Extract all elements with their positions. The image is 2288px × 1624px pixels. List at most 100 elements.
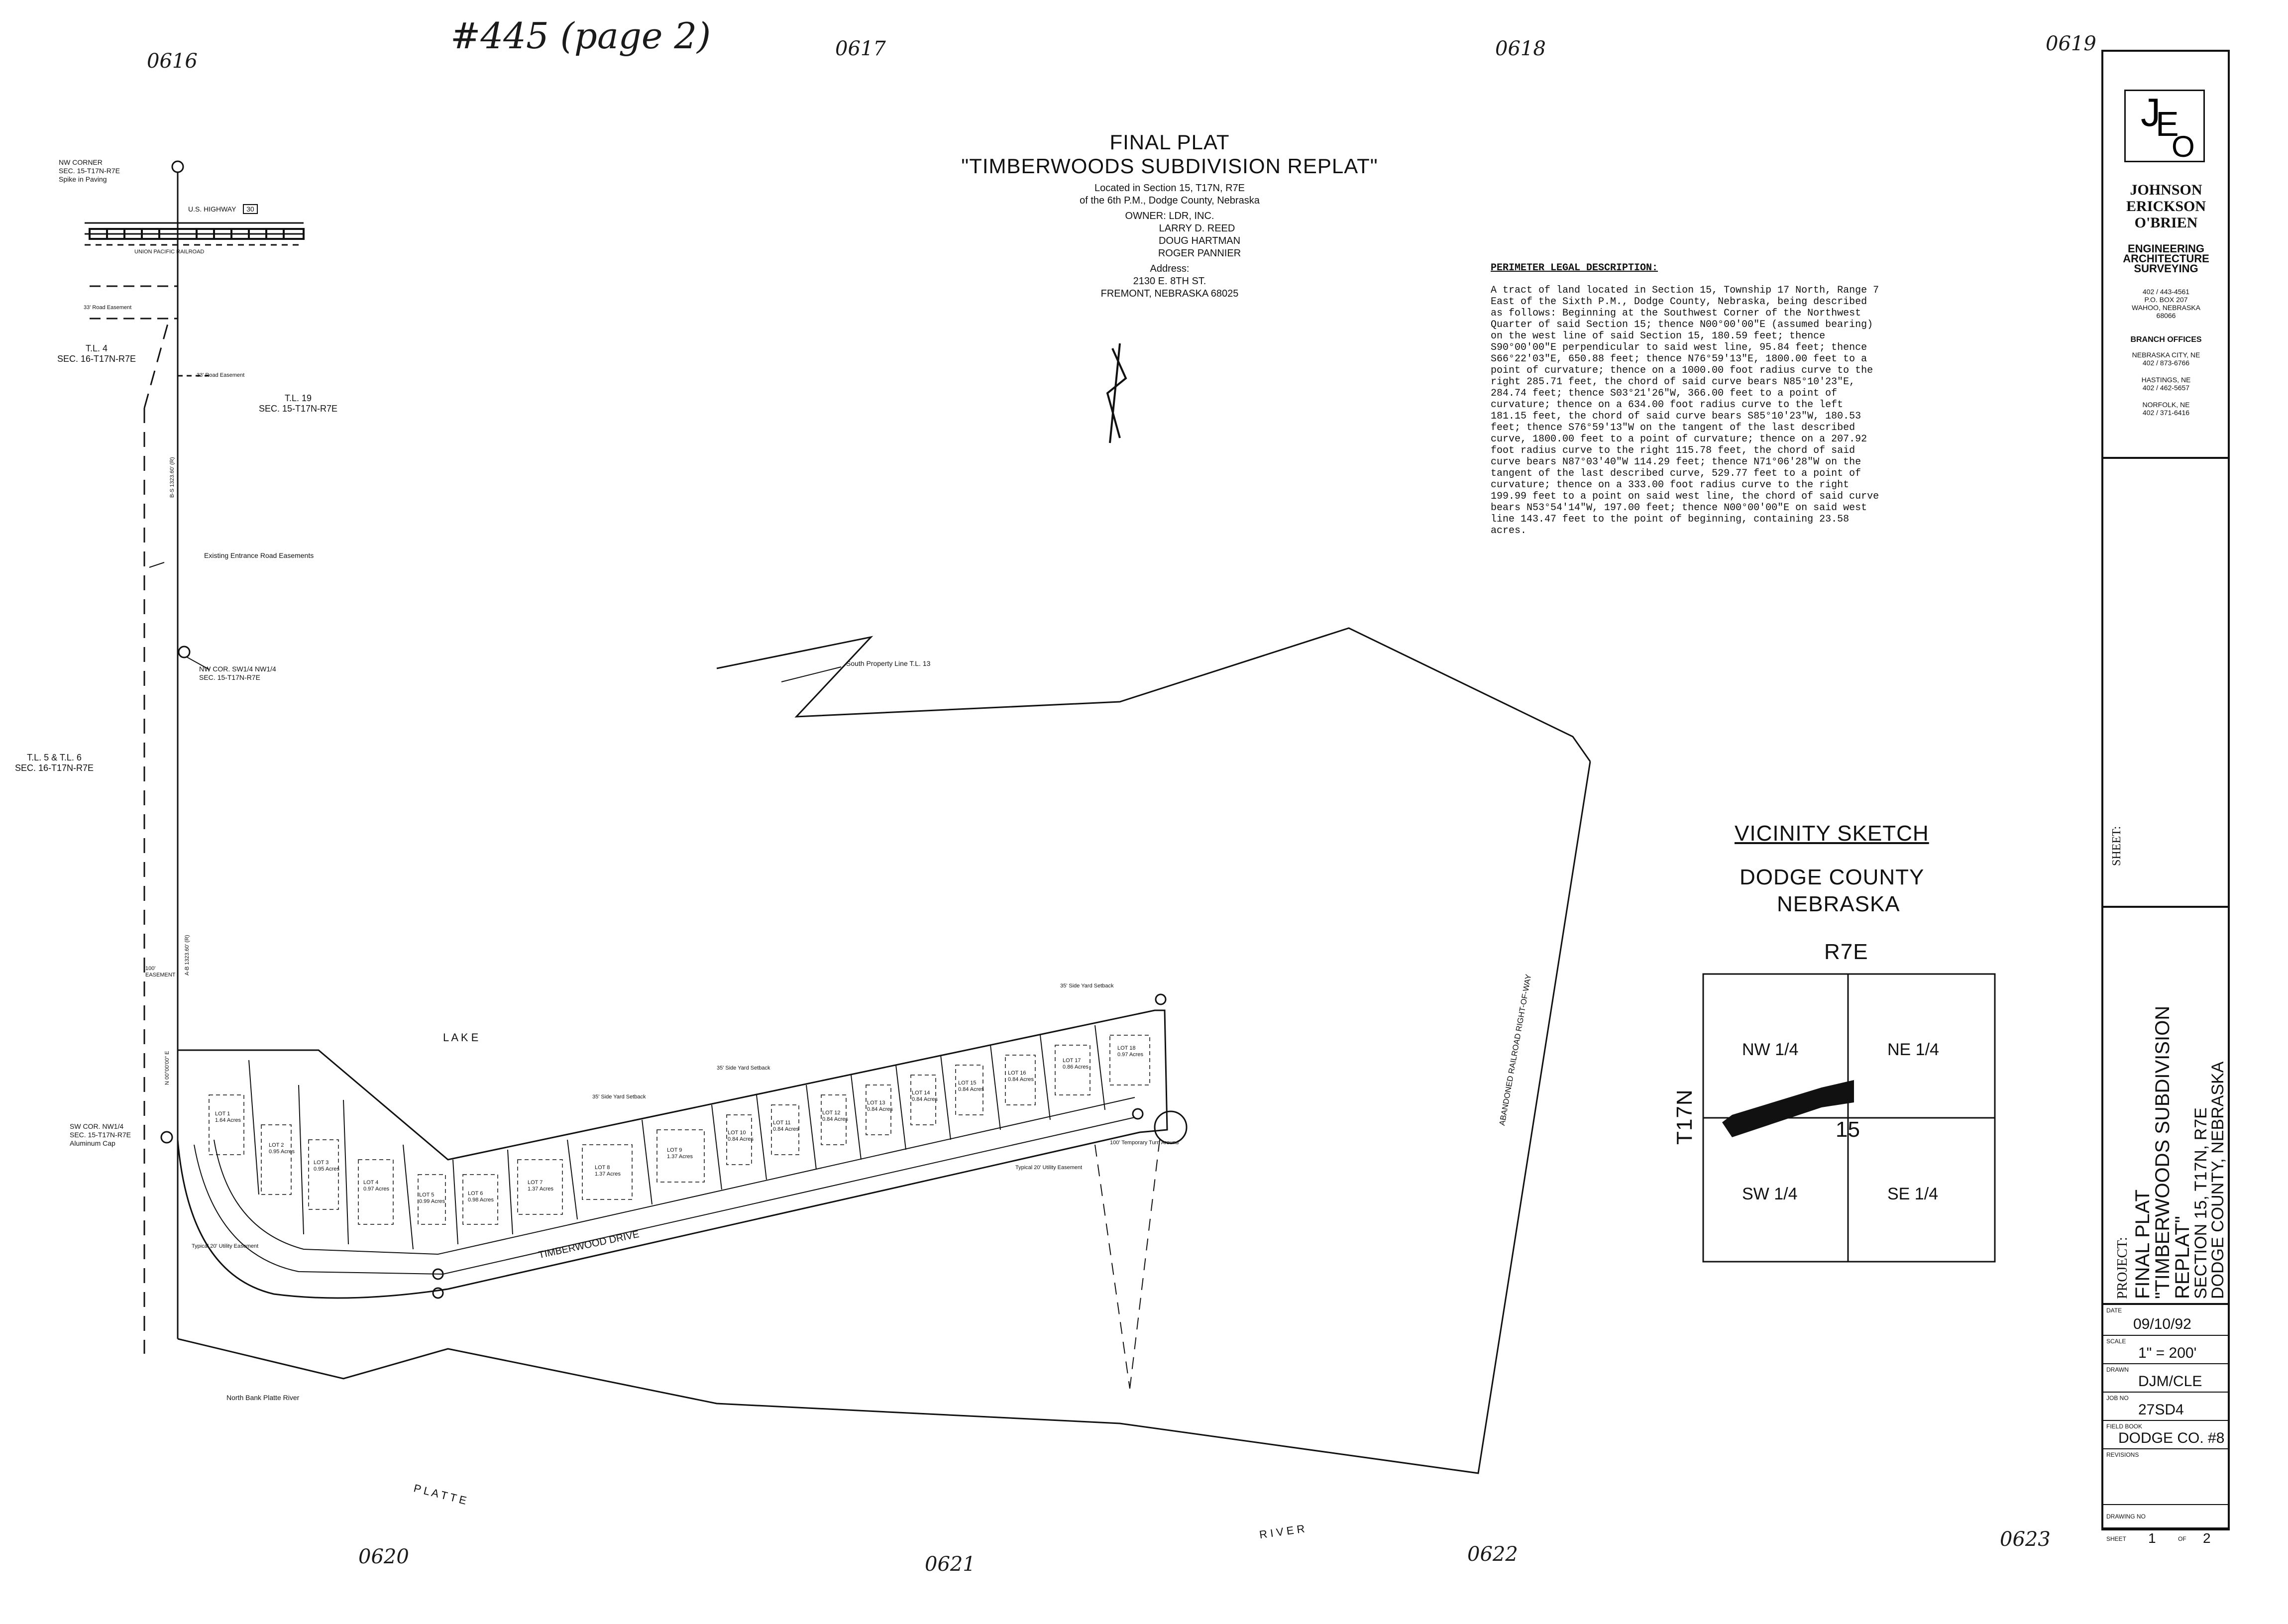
lake-label: L A K E (443, 1031, 479, 1044)
firm-name: JOHNSON ERICKSON O'BRIEN (2106, 182, 2226, 231)
highway-shield: 30 (243, 204, 258, 214)
lot-acres: 0.99 Acres (419, 1198, 445, 1204)
side-setback-label: 35' Side Yard Setback (1060, 983, 1114, 989)
info-table: DATE 09/10/92 SCALE 1" = 200' DRAWN DJM/… (2103, 1305, 2228, 1548)
tl19-label: T.L. 19 SEC. 15-T17N-R7E (259, 393, 337, 414)
north-arrow (1106, 343, 1127, 443)
branch-offices: BRANCH OFFICES NEBRASKA CITY, NE 402 / 8… (2106, 336, 2226, 417)
svg-text:E: E (2156, 105, 2179, 143)
service-line: ARCHITECTURE (2123, 252, 2209, 265)
road-easement-label: 33' Road Easement (197, 372, 245, 378)
vicinity-state: NEBRASKA (1777, 892, 1900, 916)
fieldbook-value: DODGE CO. #8 (2118, 1430, 2225, 1446)
jeo-logo-icon: J E O (2141, 90, 2195, 163)
lot-acres: 0.84 Acres (728, 1136, 754, 1142)
lot-name: LOT 18 (1117, 1045, 1136, 1051)
lot-name: LOT 15 (958, 1080, 977, 1086)
legal-line: bears N53°54'14"W, 197.00 feet; thence N… (1491, 502, 1867, 514)
tl5-line: SEC. 16-T17N-R7E (15, 763, 94, 773)
lot-acres: 0.84 Acres (822, 1116, 848, 1122)
lot-name: LOT 1 (215, 1111, 230, 1117)
fieldbook-row: FIELD BOOK DODGE CO. #8 (2103, 1421, 2228, 1449)
subdivision-location-marker (1722, 1080, 1854, 1137)
tl4-label: T.L. 4 SEC. 16-T17N-R7E (57, 343, 136, 364)
nw-cor-sw-label: NW COR. SW1/4 NW1/4 SEC. 15-T17N-R7E (199, 665, 276, 682)
revisions-row: REVISIONS (2103, 1449, 2228, 1505)
lot-name: LOT 17 (1063, 1058, 1081, 1064)
corner-number: 0617 (835, 37, 886, 60)
project-line: DODGE COUNTY, NEBRASKA (2208, 1061, 2227, 1299)
road-easement-label: 33' Road Easement (84, 305, 132, 311)
corner-number: 0616 (147, 50, 198, 73)
lot-acres: 1.64 Acres (215, 1117, 241, 1123)
lot-name: LOT 3 (314, 1160, 329, 1166)
located-line-2: of the 6th P.M., Dodge County, Nebraska (1080, 195, 1260, 206)
corner-number: 0620 (358, 1545, 409, 1568)
lot-name: LOT 12 (822, 1110, 841, 1116)
date-row: DATE 09/10/92 (2103, 1305, 2228, 1336)
side-setback-label: 35' Side Yard Setback (717, 1065, 770, 1071)
lot-acres: 1.37 Acres (528, 1186, 553, 1192)
sheet-word: SHEET (2106, 1535, 2127, 1542)
branch-line: NORFOLK, NE (2142, 401, 2190, 409)
us-highway-label: U.S. HIGHWAY 30 (188, 204, 258, 214)
scale-row: SCALE 1" = 200' (2103, 1336, 2228, 1364)
sw-cor-line: Aluminum Cap (70, 1139, 115, 1147)
temporary-turn-around (1154, 1110, 1188, 1144)
sw-cor-line: SW COR. NW1/4 (70, 1122, 124, 1130)
tl19-line: SEC. 15-T17N-R7E (259, 404, 338, 414)
tl4-line: T.L. 4 (86, 343, 108, 353)
legal-line: feet; thence S76°59'13"W on the tangent … (1491, 422, 1855, 433)
scale-label: SCALE (2106, 1338, 2126, 1345)
branch-line: 402 / 873-6766 (2142, 359, 2190, 367)
corner-number: 0618 (1495, 37, 1546, 60)
revisions-label: REVISIONS (2106, 1451, 2139, 1458)
drawn-row: DRAWN DJM/CLE (2103, 1364, 2228, 1393)
firm-line: JOHNSON (2130, 182, 2202, 198)
tl19-line: T.L. 19 (285, 393, 312, 403)
lot-acres: 0.97 Acres (1117, 1052, 1143, 1058)
drawn-label: DRAWN (2106, 1366, 2129, 1373)
lot-name: LOT 7 (528, 1180, 543, 1186)
legal-line: as follows: Beginning at the Southwest C… (1491, 308, 1861, 319)
vicinity-quarter: SW 1/4 (1742, 1185, 1798, 1203)
branch-line: HASTINGS, NE (2141, 376, 2191, 384)
turn-around-label: 100' Temporary Turn Around (1110, 1140, 1179, 1146)
lot-name: LOT 6 (468, 1191, 483, 1196)
sheet-total: 2 (2203, 1530, 2211, 1546)
nw-cor-sw-line: SEC. 15-T17N-R7E (199, 673, 260, 681)
firm-line: ERICKSON (2126, 198, 2206, 215)
legal-line: acres. (1491, 525, 1527, 537)
lot-acres: 0.95 Acres (269, 1149, 295, 1155)
legal-line: curve, 1800.00 feet to a point of curvat… (1491, 433, 1867, 445)
scale-value: 1" = 200' (2138, 1345, 2197, 1361)
railroad-track (89, 228, 305, 240)
railroad-label: UNION PACIFIC RAILROAD (134, 249, 205, 255)
legal-heading: PERIMETER LEGAL DESCRIPTION: (1491, 262, 1658, 274)
lot-name: LOT 8 (595, 1165, 610, 1171)
handwritten-page-label: #445 (page 2) (450, 15, 711, 57)
owner-block: OWNER: LDR, INC. (846, 210, 1493, 222)
branch-line: 402 / 462-5657 (2142, 384, 2190, 392)
utility-easement-label: Typical 20' Utility Easement (192, 1243, 259, 1249)
legal-line: curvature; thence on a 333.00 foot radiu… (1491, 479, 1850, 491)
vicinity-township: T17N (1672, 1089, 1697, 1145)
svg-text:J: J (2141, 91, 2161, 134)
lot-acres: 0.84 Acres (1008, 1077, 1034, 1083)
south-property-line (716, 627, 1591, 762)
legal-line: point of curvature; thence on a 1000.00 … (1491, 365, 1873, 376)
project-line: FINAL PLAT (2132, 1189, 2154, 1299)
corner-number: 0619 (2046, 32, 2096, 55)
lot-acres: 0.84 Acres (958, 1086, 984, 1092)
drawing-no-label: DRAWING NO (2106, 1513, 2146, 1520)
legal-line: curvature; thence on a 634.00 foot radiu… (1491, 399, 1844, 411)
lot-acres: 0.86 Acres (1063, 1064, 1089, 1070)
owner-label: OWNER: (1125, 211, 1166, 221)
